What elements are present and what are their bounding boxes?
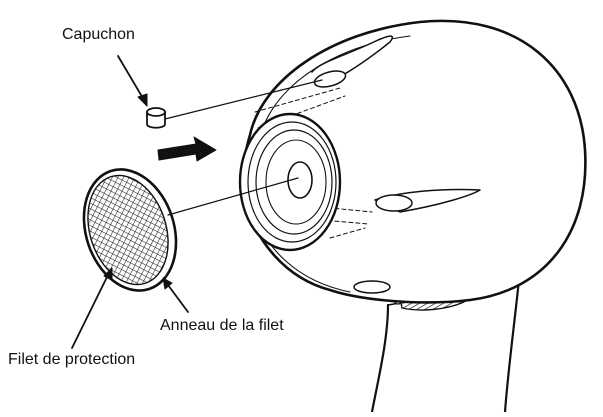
net-ring-label: Anneau de la filet: [160, 317, 284, 334]
net-leader-line: [167, 177, 299, 216]
protective-net-label: Filet de protection: [8, 351, 136, 368]
lower-port: [299, 188, 481, 239]
front-driver: [238, 112, 342, 252]
anneau-pointer: [162, 277, 189, 313]
protective-net: [82, 168, 178, 292]
cap-label: Capuchon: [62, 26, 135, 43]
bottom-slot: [353, 280, 391, 294]
insert-arrow: [157, 136, 217, 162]
capuchon-pointer: [117, 55, 148, 107]
filet-pointer: [71, 267, 113, 349]
cap-part: [146, 107, 166, 129]
upper-port: [254, 35, 394, 129]
cap-leader-line: [164, 79, 323, 120]
